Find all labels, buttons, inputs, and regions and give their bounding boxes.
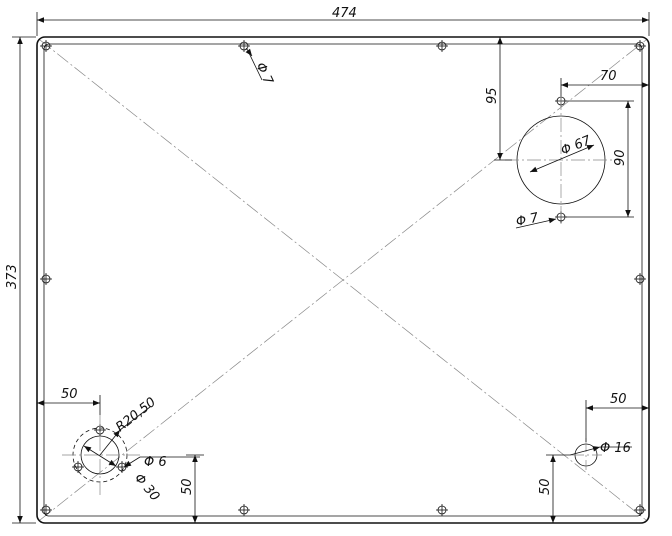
right-hole-offset-x-label: 70 — [600, 69, 617, 84]
overall-width-label: 474 — [332, 6, 357, 21]
mounting-hole — [238, 40, 250, 52]
mounting-hole — [40, 504, 52, 516]
mounting-hole — [40, 273, 52, 285]
mounting-hole — [634, 273, 646, 285]
plate-inner-outline — [43, 43, 643, 517]
left-offset-y-label: 50 — [180, 478, 195, 495]
mounting-hole — [436, 40, 448, 52]
mounting-hole — [72, 461, 84, 473]
large-hole — [505, 96, 617, 224]
big-hole-dia-label: Φ 67 — [559, 133, 594, 159]
bolt-circle-radius-label: R20,50 — [113, 395, 159, 435]
mounting-hole — [634, 504, 646, 516]
right-bottom-hole-dia-label: Φ 16 — [600, 441, 631, 456]
left-hole-dia-label: Φ 30 — [131, 471, 162, 504]
left-small-hole-dia-label: Φ 6 — [144, 455, 167, 470]
overall-height-label: 373 — [5, 264, 20, 289]
right-hole-offset-y-label: 95 — [485, 87, 500, 104]
diagonal-centerline-2 — [39, 39, 647, 521]
right-offset-x-label: 50 — [610, 392, 627, 407]
top-hole-dia-label: Φ 7 — [252, 60, 275, 88]
right-hole-spacing-label: 90 — [613, 149, 628, 166]
mounting-hole — [436, 504, 448, 516]
mounting-hole — [634, 40, 646, 52]
left-offset-x-label: 50 — [61, 387, 78, 402]
left-hole-group — [62, 415, 140, 495]
mounting-hole — [40, 40, 52, 52]
plate-outline — [36, 36, 650, 524]
right-small-hole-dia-label: Φ 7 — [515, 210, 541, 230]
right-offset-y-label: 50 — [538, 478, 553, 495]
perimeter-holes — [40, 40, 646, 516]
mounting-hole — [238, 504, 250, 516]
right-bottom-hole — [570, 438, 602, 470]
